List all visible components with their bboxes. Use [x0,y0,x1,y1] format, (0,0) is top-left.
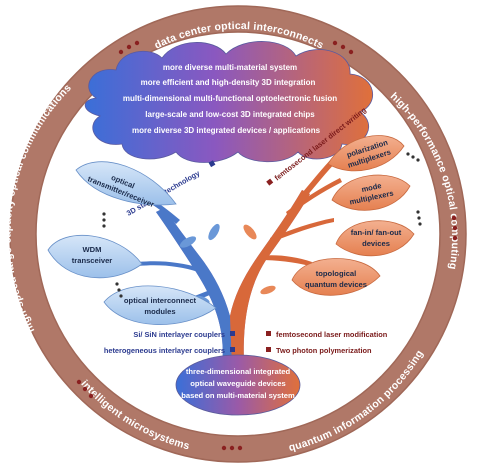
leaf-polarization-multiplexers: polarization multiplexers [327,135,405,172]
svg-text:devices: devices [362,239,390,248]
svg-text:transceiver: transceiver [72,256,113,265]
root-labels-left: Si/ SiN interlayer couplers heterogeneou… [104,330,235,355]
svg-text:mode: mode [361,181,383,194]
base-ellipse: three-dimensional integrated optical wav… [175,354,301,416]
svg-text:optical interconnect: optical interconnect [124,296,197,305]
root-labels-right: femtosecond laser modification Two photo… [266,330,388,355]
cloud-line-5: more diverse 3D integrated devices / app… [132,126,321,135]
leaf-mode-multiplexers: mode multiplexers [331,174,411,211]
left-leaf-ellipsis [102,212,123,298]
root-label-heterogeneous: heterogeneous interlayer couplers [104,346,225,355]
svg-text:quantum devices: quantum devices [305,280,367,289]
root-label-si-sin: Si/ SiN interlayer couplers [133,330,225,339]
svg-text:modules: modules [144,307,175,316]
base-line-2: optical waveguide devices [190,379,285,388]
base-line-3: based on multi-material system [181,391,295,400]
root-label-femtosecond: femtosecond laser modification [276,330,388,339]
inner-ring-edge [35,31,441,437]
tree-trunk [138,154,342,365]
outer-ring [10,6,466,462]
leaf-fan-in-fan-out: fan-in/ fan-out devices [335,220,415,257]
svg-text:WDM: WDM [83,245,102,254]
cloud-line-3: multi-dimensional multi-functional optoe… [123,94,337,103]
leaf-optical-transmitter: optical transmitter/receiver [75,161,177,209]
right-leaf-ellipsis [406,152,422,226]
cloud-line-4: large-scale and low-cost 3D integrated c… [145,110,315,119]
leaf-wdm-transceiver: WDM transceiver [47,234,143,279]
leaf-optical-interconnect: optical interconnect modules [103,285,217,325]
svg-text:topological: topological [316,269,357,278]
svg-text:fan-in/ fan-out: fan-in/ fan-out [351,228,402,237]
ring-dots [76,40,458,451]
leaf-topological-quantum: topological quantum devices [291,258,381,296]
future-cloud: more diverse multi-material system more … [84,41,374,163]
cloud-line-1: more diverse multi-material system [163,63,297,72]
outer-ring-edge [9,5,467,463]
base-line-1: three-dimensional integrated [186,367,291,376]
root-label-two-photon: Two photon polymerization [276,346,372,355]
cloud-line-2: more efficient and high-density 3D integ… [141,78,316,87]
